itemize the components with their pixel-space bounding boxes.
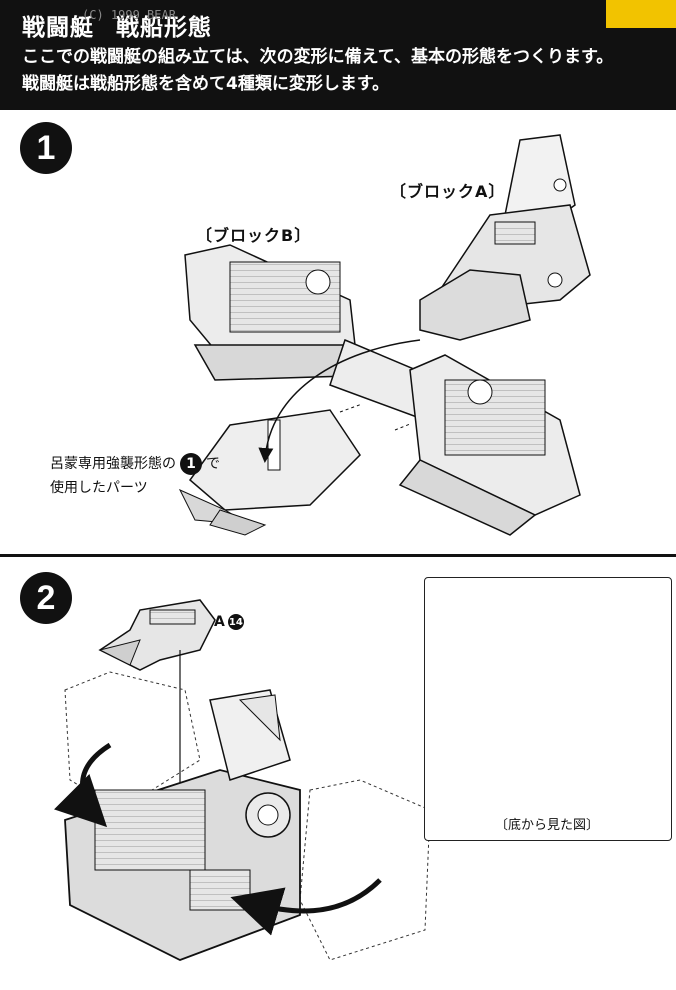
block-a-part [419,134,591,341]
title-part1: 戦闘艇 [22,15,94,41]
page-header: 戦闘艇戦船形態 (C) 1999 BEAR ここでの戦闘艇の組み立ては、次の変形… [0,0,676,110]
fold-arrow-bottom [230,878,382,936]
ghost-outline-right [299,779,431,961]
watermark: (C) 1999 BEAR [82,8,176,22]
note-line2: 使用したパーツ [50,480,148,496]
part-letter: A [214,614,225,630]
step-2-number: 2 [20,572,72,624]
intro-text: ここでの戦闘艇の組み立ては、次の変形に備えて、基本の形態をつくります。 戦闘艇は… [22,44,613,98]
block-a-label: 〔ブロックA〕 [390,182,506,201]
assembly-arrow-1 [258,339,421,463]
base-tray-part [178,409,361,536]
block-b-label: 〔ブロックB〕 [196,226,312,245]
page-title: 戦闘艇戦船形態 [22,8,212,42]
inset-caption: 〔底から見た図〕 [495,818,600,833]
note-step-num: 1 [180,453,202,475]
section-divider [0,554,676,557]
intro-line-1: ここでの戦闘艇の組み立ては、次の変形に備えて、基本の形態をつくります。 [22,47,614,67]
bottom-view-inset: 〔底から見た図〕 [424,577,672,841]
part-number-badge: 14 [227,614,244,630]
fold-arrow-left [54,742,112,828]
part-a14 [98,599,216,671]
note-line1-after: で [206,456,220,472]
assembled-hull [64,689,301,961]
front-hull-part [398,354,581,536]
intro-line-2: 戦闘艇は戦船形態を含めて4種類に変形します。 [22,74,390,94]
header-accent-strip [606,0,676,28]
step-1-number: 1 [20,122,72,174]
note-line1-before: 呂蒙専用強襲形態の [50,456,176,472]
title-part2: 戦船形態 [116,15,212,41]
